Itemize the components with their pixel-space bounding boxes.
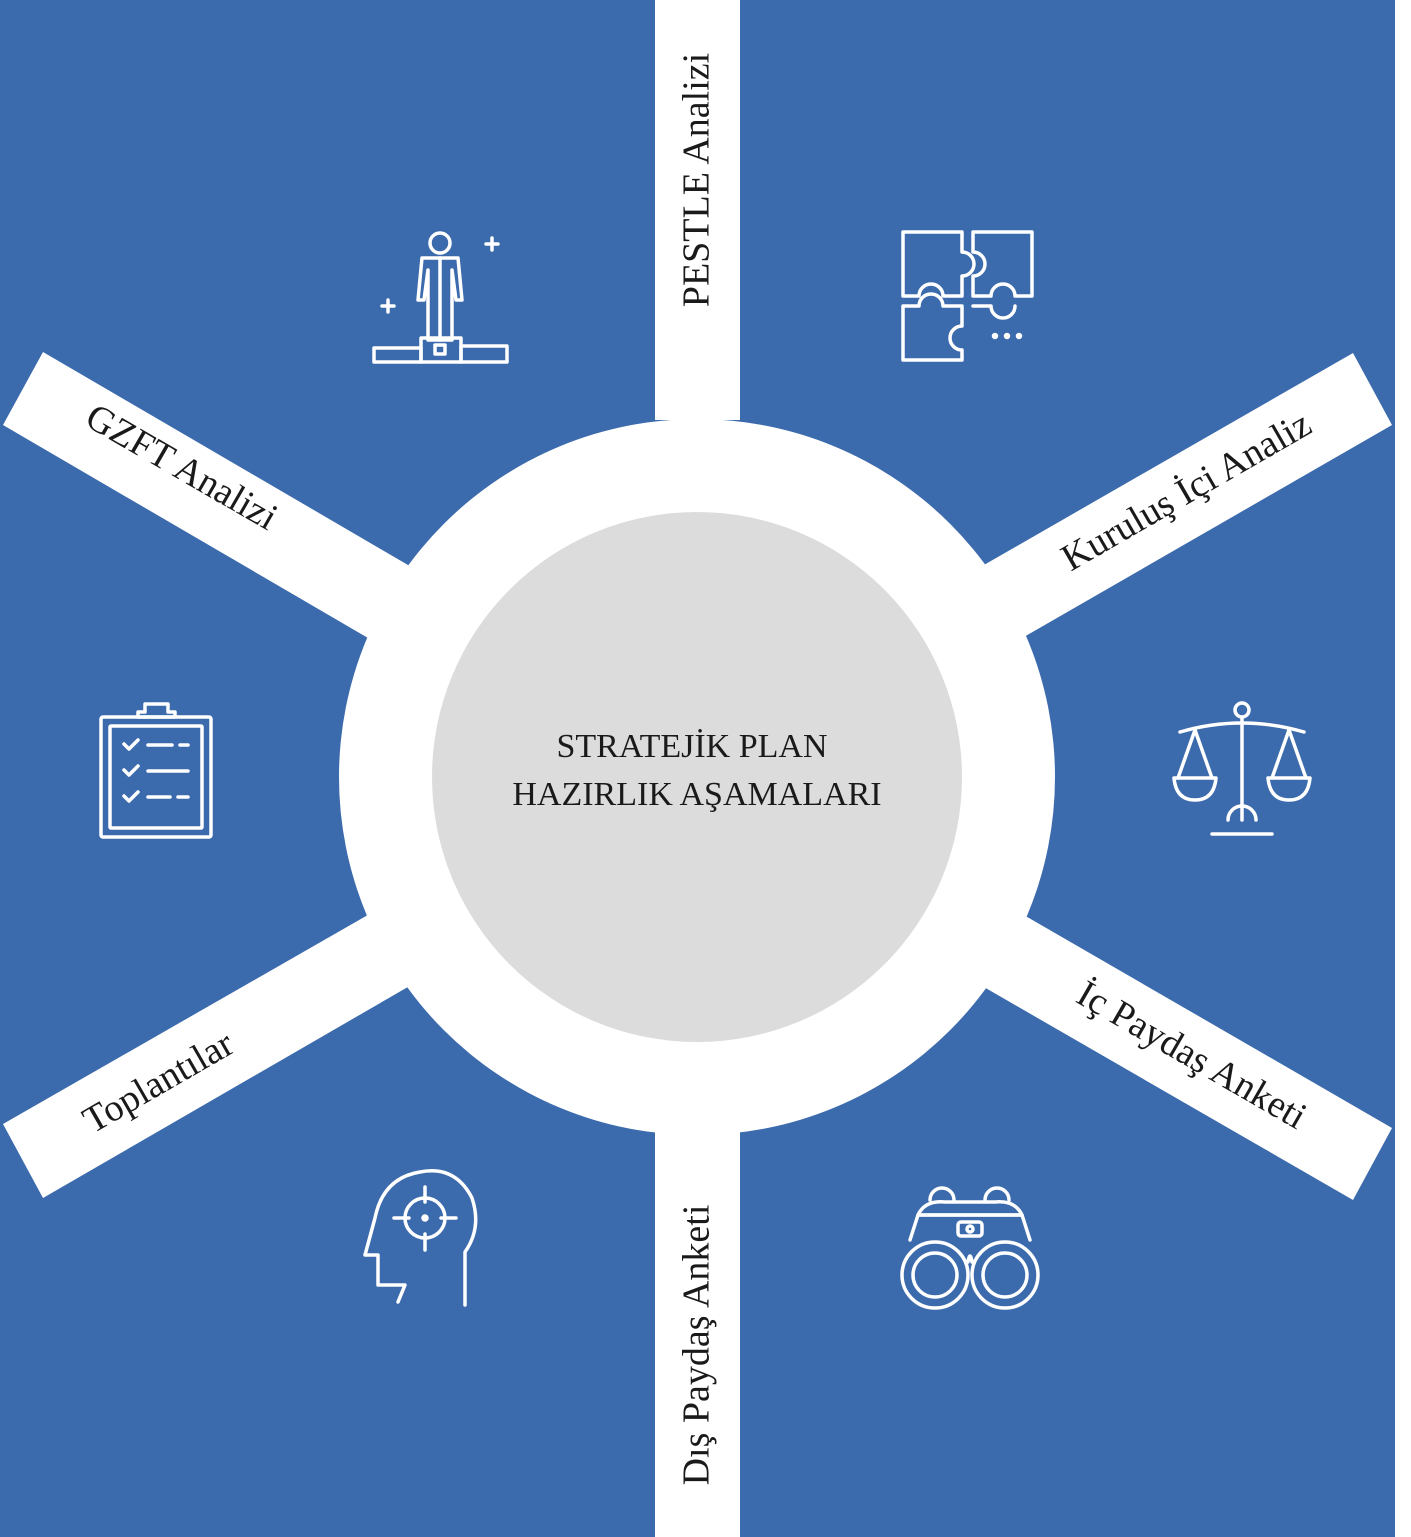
spoke-lower-right [970, 907, 1392, 1200]
label-dis-paydas-anketi: Dış Paydaş Anketi [676, 1205, 718, 1486]
label-pestle-analizi: PESTLE Analizi [676, 53, 718, 307]
puzzle-icon [901, 230, 1034, 362]
spoke-upper-right [970, 353, 1392, 645]
clipboard-checklist-icon [99, 702, 213, 839]
center-circle [432, 512, 962, 1042]
scales-icon [1172, 701, 1312, 836]
spoke-bottom [655, 1130, 740, 1537]
podium-person-icon [372, 231, 509, 364]
binoculars-icon [900, 1186, 1040, 1310]
center-title-line1: STRATEJİK PLAN [556, 728, 827, 765]
spoke-top [655, 0, 740, 420]
center-title-line2: HAZIRLIK AŞAMALARI [512, 776, 881, 813]
head-target-icon [363, 1169, 478, 1307]
spoke-upper-left [3, 352, 420, 645]
spoke-lower-left [3, 908, 420, 1198]
